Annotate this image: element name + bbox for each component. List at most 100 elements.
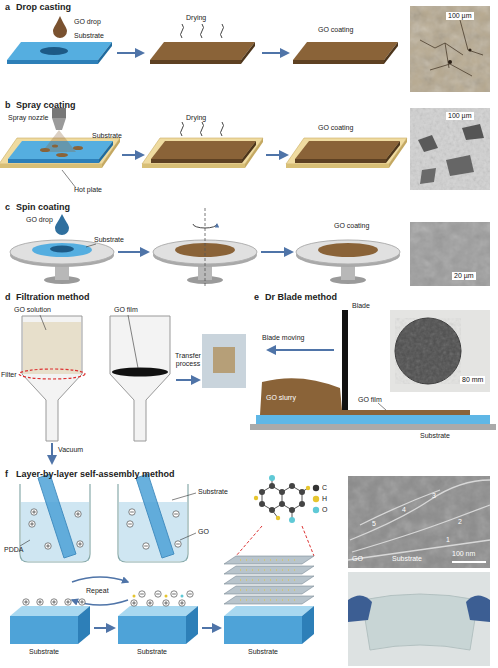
panel-f-drawing-part (224, 576, 314, 584)
annotation: Transfer process (171, 352, 205, 367)
panel-e-drawing-part (378, 403, 386, 410)
panel-b-drawing-part (62, 170, 76, 188)
panel-f-drawing-part (224, 616, 302, 644)
annotation: GO coating (334, 222, 369, 230)
panel-f-drawing-part (224, 556, 314, 564)
panel-f-drawing-part-part (38, 474, 76, 558)
panel-b-drawing-part (56, 153, 68, 157)
panel-f-drawing-part (179, 600, 185, 606)
panel-b-drawing-part (420, 168, 436, 184)
panel-letter: d (5, 293, 11, 303)
panel-letter: f (5, 470, 8, 480)
panel-d-drawing-part (202, 334, 246, 388)
panel-f-drawing-part (299, 489, 305, 495)
panel-f-drawing (10, 474, 490, 666)
panel-c-drawing-part (205, 208, 206, 288)
annotation: Substrate (420, 432, 450, 440)
panel-c-drawing-part (193, 224, 217, 228)
panel-d-drawing-part (176, 379, 199, 381)
panel-f-drawing-part (51, 599, 57, 605)
annotation: Hot plate (74, 186, 102, 194)
panel-f-drawing-part-part (20, 484, 90, 562)
panel-b-drawing-part (142, 138, 263, 168)
scale-label: 20 µm (452, 272, 476, 280)
panel-b-drawing-part (286, 138, 407, 168)
panel-f-drawing-part (254, 496, 258, 500)
annotation: GO coating (318, 124, 353, 132)
panel-f-drawing-part (181, 595, 184, 598)
annotation: GO slurry (266, 394, 296, 402)
panel-f-drawing-part (302, 526, 314, 556)
panel-f-drawing-part (276, 516, 280, 520)
panel-f-drawing-part-part (31, 509, 37, 515)
panel-a-drawing-part (53, 16, 67, 38)
annotation: GO film (114, 306, 138, 314)
annotation: Blade (352, 302, 370, 310)
panel-d-drawing-part-part (23, 322, 81, 374)
panel-f-drawing-part (269, 475, 275, 481)
panel-c-drawing-part (55, 214, 69, 235)
panel-a-drawing (7, 6, 490, 92)
panel-e-drawing-part (256, 415, 490, 424)
panel-c-drawing-part (32, 243, 92, 257)
annotation: GO solution (14, 306, 51, 314)
panel-f-drawing-part (180, 533, 196, 540)
panel-a-drawing-part (7, 42, 112, 64)
panel-a-drawing-part (420, 20, 483, 76)
panel-letter: c (5, 203, 10, 213)
panel-f-drawing-part-part (175, 541, 181, 547)
panel-d-drawing (19, 315, 246, 463)
scale-label: 100 µm (446, 12, 474, 20)
scale-label: 100 nm (452, 550, 475, 558)
panel-f-drawing-part (299, 501, 305, 507)
substrate-label: Substrate (29, 648, 59, 656)
panel-b-drawing-part (266, 154, 287, 156)
panel-f-drawing-part (269, 483, 275, 489)
callout-number: 1 (446, 536, 450, 544)
panel-title: Dr Blade method (265, 293, 337, 303)
annotation: GO drop (26, 216, 53, 224)
annotation: PDDA (4, 546, 23, 554)
panel-f-drawing-part-part (75, 511, 81, 517)
annotation: Substrate (392, 555, 422, 563)
annotation: Substrate (92, 132, 122, 140)
annotation: Drying (186, 114, 206, 122)
panel-b-drawing-part (410, 108, 490, 190)
panel-f-drawing-part (186, 606, 198, 644)
panel-b-drawing-part (446, 155, 474, 176)
panel-f-drawing-part-part (29, 521, 35, 527)
panel-f-drawing-part (20, 474, 90, 562)
annotation: Filter (1, 371, 17, 379)
panel-d-drawing-part-part (22, 316, 82, 441)
panel-f-drawing-part (133, 595, 136, 598)
callout-number: 3 (432, 492, 436, 500)
panel-title: Spin coating (16, 203, 70, 213)
panel-a-drawing-part (181, 24, 224, 38)
annotation: Repeat (86, 587, 109, 595)
panel-f-drawing-part-part (118, 484, 188, 562)
panel-b-drawing-part (42, 130, 76, 152)
atom-label: C (322, 484, 327, 492)
panel-f-drawing-part (262, 478, 308, 520)
panel-letter: a (5, 3, 10, 13)
panel-c-drawing-part (50, 246, 74, 253)
annotation: Substrate (198, 488, 228, 496)
panel-f-drawing-part-part (127, 521, 133, 527)
panel-e-drawing-part (395, 318, 461, 384)
panel-b-drawing-part (122, 154, 143, 156)
atom-label: O (322, 506, 327, 514)
panel-a-drawing-part (150, 42, 255, 64)
panel-f-drawing-part (163, 600, 169, 606)
panel-e-drawing-part (342, 310, 348, 410)
panel-a-drawing-part (448, 60, 452, 64)
callout-number: 2 (458, 518, 462, 526)
panel-a-drawing-part (262, 52, 288, 54)
panel-f-drawing-part (348, 480, 490, 560)
panel-title: Layer-by-layer self-assembly method (16, 470, 175, 480)
annotation: Spray nozzle (8, 114, 48, 122)
panel-f-drawing-part (259, 489, 265, 495)
panel-b-drawing-part (73, 146, 83, 150)
panel-d-drawing-part (51, 443, 53, 463)
panel-a-drawing-part (469, 49, 472, 52)
